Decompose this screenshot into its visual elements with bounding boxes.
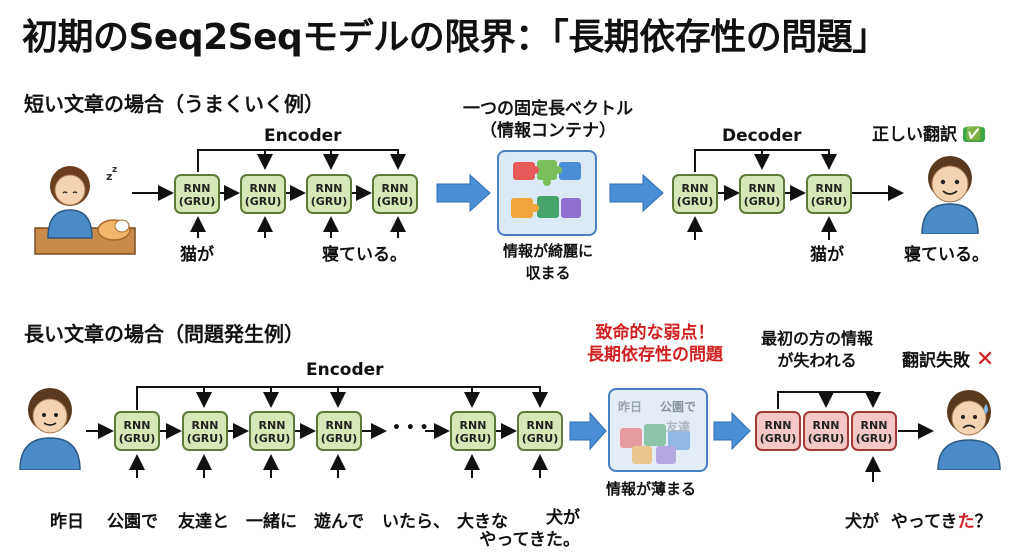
long-input-word-1: 昨日 (50, 512, 84, 532)
short-encoder-rnn-3: RNN (GRU) (306, 174, 352, 214)
long-blue-arrows (569, 411, 751, 451)
short-result: 正しい翻訳 ✅ (872, 120, 986, 145)
short-decoder-rnn-1: RNN (GRU) (672, 174, 718, 214)
faded-word-3: 友達 (666, 420, 691, 434)
short-encoder-rnn-1: RNN (GRU) (174, 174, 220, 214)
happy-boy-icon (921, 156, 979, 234)
check-mark-icon: ✅ (962, 127, 986, 142)
long-encoder-rnn-6: RNN (GRU) (517, 411, 563, 451)
short-encoder-connectors (132, 149, 406, 238)
short-input-word-1: 猫が (180, 245, 214, 265)
short-output-word-1: 猫が (810, 245, 844, 265)
short-encoder-rnn-2: RNN (GRU) (240, 174, 286, 214)
svg-text:z: z (106, 170, 112, 183)
faded-puzzle-icon (620, 424, 690, 464)
long-input-word-6: いたら、 (382, 512, 450, 532)
confused-boy-icon (937, 390, 1001, 470)
long-input-word-7: 大きな (457, 512, 508, 532)
long-output-word-2: やってき (890, 512, 958, 532)
short-decoder-connectors (687, 149, 904, 240)
long-output-word-1: 犬が (845, 512, 879, 532)
long-decoder-rnn-1: RNN (GRU) (755, 411, 801, 451)
long-encoder-rnn-3: RNN (GRU) (249, 411, 295, 451)
long-input-word-5: 遊んで (314, 512, 365, 532)
long-heading: 長い文章の場合（問題発生例） (24, 322, 304, 346)
long-fixed-vector: 昨日 公園で 友達 (608, 388, 708, 472)
long-encoder-rnn-5: RNN (GRU) (450, 411, 496, 451)
short-result-text: 正しい翻訳 (872, 125, 957, 145)
long-decoder-rnn-3: RNN (GRU) (851, 411, 897, 451)
long-decoder-connectors (777, 391, 934, 482)
long-output-word-3: た (957, 512, 975, 532)
long-encoder-connectors (86, 386, 548, 478)
long-result-text: 翻訳失敗 (902, 351, 970, 371)
short-decoder-rnn-2: RNN (GRU) (739, 174, 785, 214)
short-input-word-2: 寝ている。 (322, 245, 407, 265)
short-output-word-2: 寝ている。 (904, 245, 989, 265)
long-result: 翻訳失敗 ✕ (902, 346, 994, 372)
faded-word-1: 昨日 (618, 400, 643, 414)
short-heading: 短い文章の場合（うまくいく例） (24, 92, 324, 116)
long-output-word-4: ？ (974, 512, 992, 532)
page-title: 初期のSeq2Seqモデルの限界：「長期依存性の問題」 (22, 17, 888, 58)
long-input-word-2: 公園で (107, 512, 158, 532)
long-encoder-rnn-2: RNN (GRU) (182, 411, 228, 451)
long-input-word-8: 犬が やってきた。 (479, 508, 580, 550)
cross-mark-icon: ✕ (975, 347, 995, 372)
long-ellipsis: • • • (392, 420, 429, 436)
long-output-words: 犬が やってきた？ (845, 507, 992, 532)
boy-icon (19, 388, 81, 470)
long-encoder-rnn-1: RNN (GRU) (114, 411, 160, 451)
long-vector-caption: 情報が薄まる (606, 480, 697, 498)
long-input-word-3: 友達と (178, 512, 229, 532)
long-input-word-4: 一緒に (246, 512, 297, 532)
long-decoder-rnn-2: RNN (GRU) (803, 411, 849, 451)
short-fixed-vector (497, 150, 597, 236)
short-vector-label: 一つの固定長ベクトル （情報コンテナ） (463, 99, 633, 141)
woman-with-cat-icon: z z (34, 165, 136, 255)
long-problem-label: 致命的な弱点！ 長期依存性の問題 (587, 323, 723, 365)
short-decoder-rnn-3: RNN (GRU) (806, 174, 852, 214)
faded-word-2: 公園で (660, 400, 697, 414)
short-encoder-rnn-4: RNN (GRU) (372, 174, 418, 214)
short-blue-arrows (436, 173, 664, 213)
long-encoder-rnn-4: RNN (GRU) (316, 411, 362, 451)
short-vector-caption: 情報が綺麗に 収まる (502, 242, 593, 282)
svg-text:z: z (112, 165, 117, 175)
puzzle-icon (511, 160, 581, 218)
short-encoder-label: Encoder (264, 126, 342, 146)
long-encoder-label: Encoder (306, 360, 384, 380)
long-lost-label: 最初の方の情報 が失われる (760, 329, 873, 370)
short-decoder-label: Decoder (722, 126, 802, 146)
